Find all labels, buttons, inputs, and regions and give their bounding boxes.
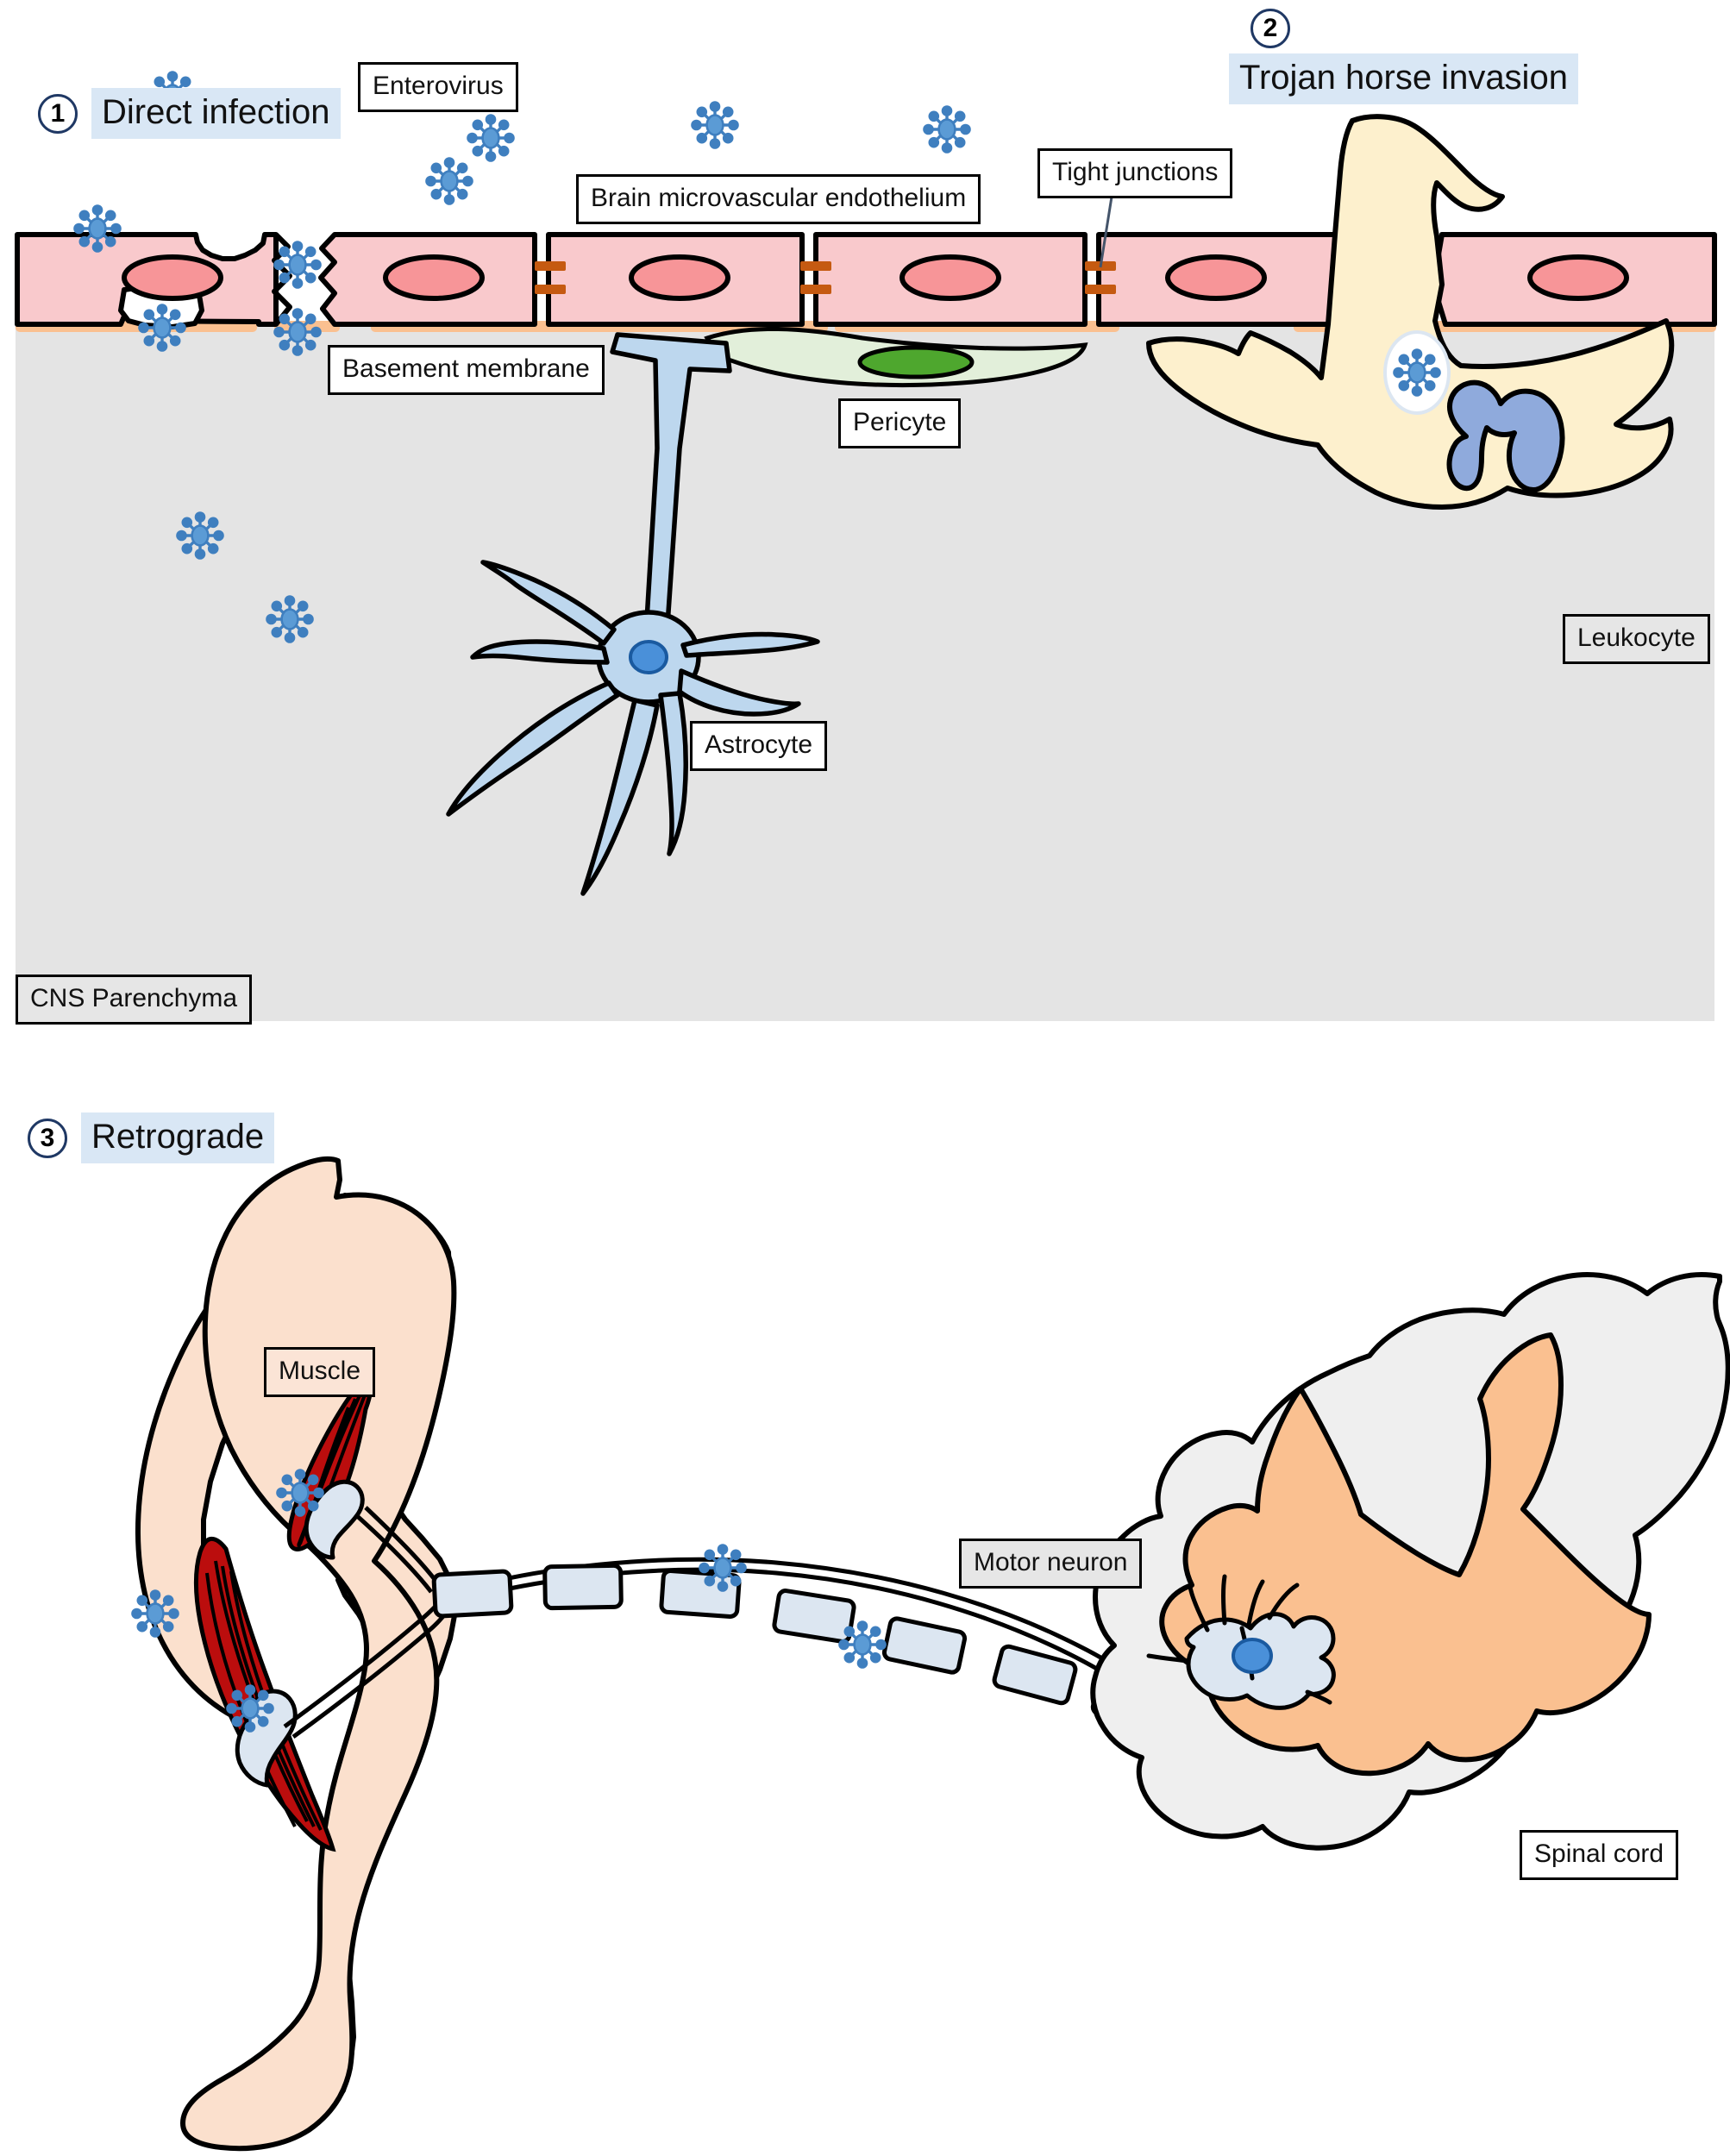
enterovirus-particle-icon [699,1544,747,1592]
panel-2-heading: 2 Trojan horse invasion [1229,9,1578,104]
enterovirus-particle-icon [131,1589,179,1638]
label-enterovirus: Enterovirus [358,62,518,112]
cell-nucleus-icon [629,254,730,301]
enterovirus-particle-icon [425,157,473,205]
label-basement-membrane: Basement membrane [328,345,605,395]
motor-neuron-dendrites [1146,1574,1332,1705]
limb-body [180,1156,457,2152]
endothelial-nuclei [122,254,1629,301]
myelin-segment-icon [881,1616,968,1675]
myelin-segment-icon [542,1563,624,1611]
label-pericyte: Pericyte [838,398,962,448]
tight-junction-leader-line [1099,191,1114,268]
label-brain-microvascular-endothelium: Brain microvascular endothelium [576,174,981,224]
enterovirus-particle-icon [266,595,314,643]
tight-junction-icon [535,285,566,294]
enterovirus-particle-icon [138,304,186,352]
label-muscle: Muscle [264,1347,376,1397]
tight-junction-bars [535,261,1116,294]
tight-junction-icon [535,261,566,271]
tight-junction-icon [800,285,831,294]
myelin-segment-icon [431,1569,514,1619]
astrocyte-endfoot-process [610,332,732,653]
enterovirus-particle-icon [226,1684,274,1733]
myelin-segment-icon [992,1644,1078,1706]
panel-1-number: 1 [38,93,78,134]
panel-3-number: 3 [28,1118,67,1158]
spinal-cord [1090,1272,1730,1851]
paracellular-cleft-left-edge [272,232,292,326]
panel-1-heading: 1 Direct infection [38,88,341,139]
leukocyte-nucleus-icon [1446,379,1565,492]
label-tight-junctions: Tight junctions [1037,148,1233,198]
panel-2-number: 2 [1250,9,1290,48]
enterovirus-particle-icon [273,308,322,356]
enterovirus-particle-icon [467,114,515,162]
motor-neuron-cell [1146,1574,1336,1710]
panel-3-heading: 3 Retrograde [28,1112,275,1163]
enterovirus-particle-icon [273,241,322,289]
label-spinal-cord: Spinal cord [1520,1830,1679,1880]
cell-nucleus-icon [629,640,668,674]
cell-nucleus-icon [122,254,223,301]
panel-2-title: Trojan horse invasion [1229,53,1578,104]
enterovirus-particle-icon [691,101,739,149]
panel-3-title: Retrograde [81,1112,275,1163]
enterovirus-particle-icon [838,1620,887,1669]
brain-microvascular-endothelium [15,232,1717,329]
cell-nucleus-icon [857,345,975,379]
cell-nucleus-icon [1165,254,1267,301]
label-motor-neuron: Motor neuron [959,1539,1143,1589]
myelin-segment-icon [772,1589,856,1644]
enterovirus-particle-icon [176,511,224,560]
astrocyte [446,332,820,896]
cell-nucleus-icon [1232,1638,1273,1674]
cell-nucleus-icon [1527,254,1629,301]
cell-nucleus-icon [899,254,1001,301]
label-astrocyte: Astrocyte [690,721,828,771]
myelin-sheath [431,1563,1176,1731]
myelin-segment-icon [659,1569,742,1619]
enterovirus-particle-icon [276,1469,324,1517]
cell-nucleus-icon [383,254,485,301]
tight-junction-icon [800,261,831,271]
label-leukocyte: Leukocyte [1563,614,1710,664]
tight-junction-icon [1085,285,1116,294]
label-cns-parenchyma: CNS Parenchyma [16,975,253,1025]
pericyte [704,327,1088,388]
panel-1-title: Direct infection [91,88,341,139]
enterovirus-particle-icon [73,204,122,253]
enterovirus-particle-icon [923,105,971,154]
enterovirus-particle-icon [1393,348,1441,397]
